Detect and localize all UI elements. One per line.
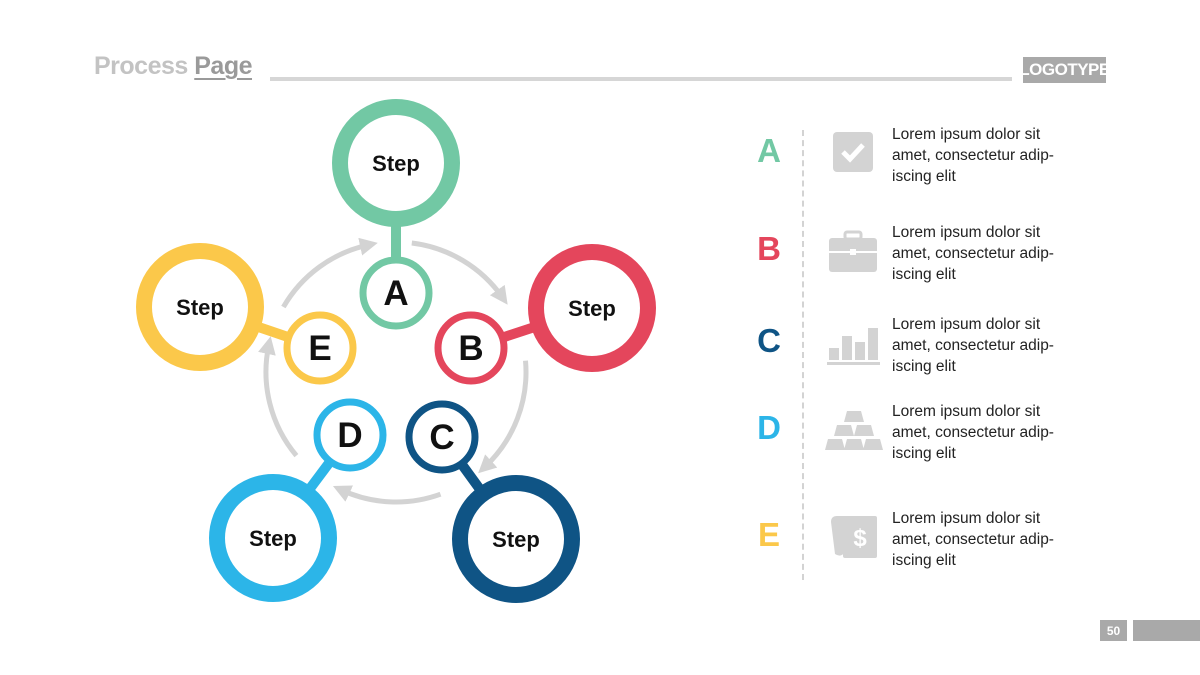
legend-letter: B	[757, 230, 781, 267]
legend-description: Lorem ipsum dolor sit amet, consectetur a…	[892, 124, 1092, 187]
cycle-arrow	[258, 336, 299, 458]
legend-row-e: E $ Lorem ipsum dolor sit amet, consectetur…	[740, 508, 1140, 578]
legend-description: Lorem ipsum dolor sit amet, consectetur a…	[892, 401, 1092, 464]
legend-description: Lorem ipsum dolor sit amet, consectetur a…	[892, 314, 1092, 377]
legend-text-line: iscing elit	[892, 266, 956, 283]
title-page: Page	[194, 52, 253, 80]
legend-row-b: B Lorem ipsum dolor sit amet, consectetur …	[740, 222, 1140, 292]
step-letter: C	[429, 418, 454, 457]
legend-text-line: iscing elit	[892, 168, 956, 185]
step-circle-e: Step	[136, 243, 264, 371]
cycle-arrows	[258, 237, 529, 505]
cycle-arrow	[478, 360, 529, 474]
legend-row-a: A Lorem ipsum dolor sit amet, consectetur …	[740, 124, 1140, 194]
legend-letter: C	[757, 322, 781, 359]
legend-text-line: Lorem ipsum dolor sit	[892, 224, 1041, 241]
cycle-arrow	[332, 485, 442, 505]
cycle-arrow	[281, 237, 378, 309]
title-process: Process	[94, 52, 195, 80]
step-letter: A	[383, 274, 408, 313]
legend-divider	[802, 130, 804, 580]
legend-text-line: iscing elit	[892, 358, 956, 375]
step-letter-a: A	[359, 256, 433, 330]
step-label: Step	[372, 151, 420, 176]
logotype: LOGOTYPE	[1019, 57, 1110, 83]
step-circle-b: Step	[528, 244, 656, 372]
step-letter-e: E	[283, 311, 357, 385]
legend-description: Lorem ipsum dolor sit amet, consectetur a…	[892, 508, 1092, 571]
page-title: Process Page	[94, 52, 253, 81]
checkbox-icon	[825, 128, 885, 178]
gold-bars-icon	[825, 405, 885, 455]
step-letter-c: C	[405, 400, 479, 474]
legend-text-line: iscing elit	[892, 445, 956, 462]
legend-text-line: amet, consectetur adip-	[892, 245, 1054, 262]
step-circle-d: Step	[209, 474, 337, 602]
legend-row-c: C Lorem ipsum dolor sit amet, consectetur …	[740, 314, 1140, 384]
legend-text-line: Lorem ipsum dolor sit	[892, 126, 1041, 143]
bar-chart-icon	[825, 318, 885, 368]
briefcase-icon	[825, 226, 885, 276]
page-bar	[1133, 620, 1200, 641]
step-letter: D	[337, 416, 362, 455]
legend-text-line: amet, consectetur adip-	[892, 337, 1054, 354]
step-label: Step	[176, 295, 224, 320]
legend-text-line: Lorem ipsum dolor sit	[892, 510, 1041, 527]
legend-text-line: amet, consectetur adip-	[892, 531, 1054, 548]
legend-text-line: Lorem ipsum dolor sit	[892, 403, 1041, 420]
step-circle-a: Step	[332, 99, 460, 227]
legend-description: Lorem ipsum dolor sit amet, consectetur a…	[892, 222, 1092, 285]
legend-text-line: Lorem ipsum dolor sit	[892, 316, 1041, 333]
legend-letter: A	[757, 132, 781, 169]
legend-letter: E	[757, 516, 780, 553]
cycle-arrow	[411, 240, 508, 305]
legend-text-line: amet, consectetur adip-	[892, 424, 1054, 441]
legend-letter: D	[757, 409, 781, 446]
page-number: 50	[1100, 620, 1127, 641]
legend-row-d: D Lorem ipsum dolor sit amet, consectetur …	[740, 401, 1140, 471]
step-letter: E	[308, 329, 331, 368]
step-circle-c: Step	[452, 475, 580, 603]
dollar-document-icon: $	[825, 512, 885, 562]
svg-text:$: $	[853, 525, 867, 552]
step-label: Step	[249, 526, 297, 551]
step-label: Step	[492, 527, 540, 552]
title-rule	[270, 77, 1012, 81]
step-letter-d: D	[313, 398, 387, 472]
step-letter: B	[458, 329, 483, 368]
step-label: Step	[568, 296, 616, 321]
step-letter-b: B	[434, 311, 508, 385]
legend-text-line: amet, consectetur adip-	[892, 147, 1054, 164]
legend-text-line: iscing elit	[892, 552, 956, 569]
